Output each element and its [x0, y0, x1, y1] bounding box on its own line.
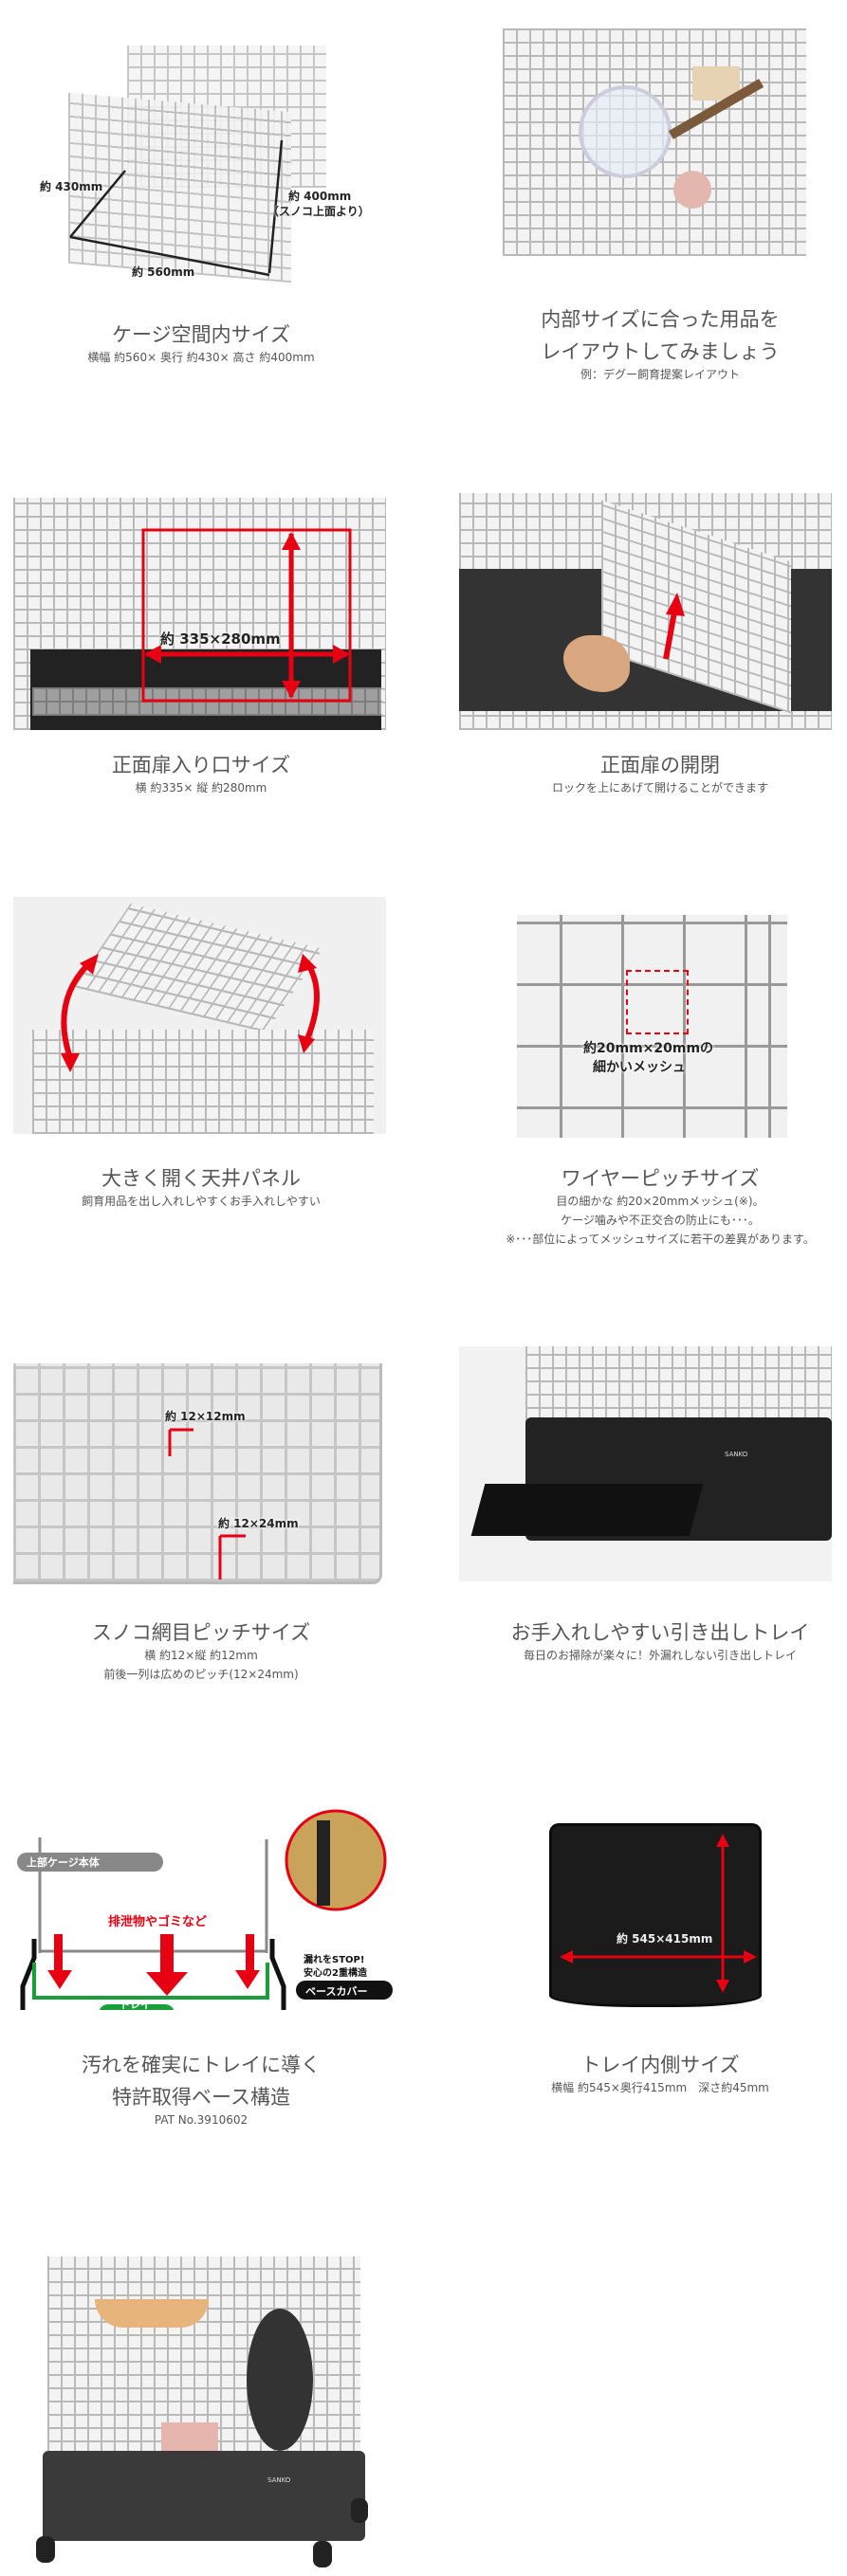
mesh-highlight-box [626, 970, 689, 1034]
wire-pitch-image: 約20mm×20mmの 細かいメッシュ [517, 915, 787, 1138]
section-subtitle-note: ※･･･部位によってメッシュサイズに若干の差異があります。 [506, 1233, 815, 1246]
diagram-shapes [17, 1809, 393, 2010]
section-title-line-2: 特許取得ベース構造 [112, 2086, 290, 2109]
opening-arrows [61, 954, 320, 1072]
section-drawer-tray: お手入れしやすい引き出しトレイ 毎日のお掃除が楽々に！外漏れしない引き出しトレイ [451, 1619, 847, 1665]
pitch-arrows [168, 1428, 246, 1580]
section-subtitle: ロックを上にあげて開けることができます [551, 781, 768, 795]
section-wire-pitch: ワイヤーピッチサイズ 目の細かな 約20×20mmメッシュ(※)。 ケージ噛みや… [451, 1165, 847, 1249]
section-subtitle-line-2: 前後一列は広めのピッチ(12×24mm) [103, 1668, 299, 1681]
cage-base [43, 2451, 365, 2541]
section-top-panel: 大きく開く天井パネル 飼育用品を出し入れしやすくお手入れしやすい [0, 1165, 410, 1211]
section-title: ケージ空間内サイズ [112, 323, 290, 346]
brand-logo: SANKO [267, 2476, 291, 2484]
stop-label-line-1: 漏れをSTOP! [304, 1955, 365, 1965]
caster-wheel [36, 2536, 55, 2563]
section-title: 正面扉入り口サイズ [111, 754, 291, 776]
drawer [470, 1484, 704, 1536]
upper-cage-label: 上部ケージ本体 [27, 1856, 100, 1869]
height-note-label: （スノコ上面より） [267, 205, 370, 218]
patent-number: PAT No.3910602 [154, 2113, 249, 2127]
cage-upper [525, 1346, 832, 1422]
section-subtitle: 毎日のお掃除が楽々に！外漏れしない引き出しトレイ [523, 1649, 797, 1662]
wheel [579, 85, 672, 178]
section-cage-space: ケージ空間内サイズ 横幅 約560× 奥行 約430× 高さ 約400mm [0, 321, 410, 367]
pitch-normal-label: 約 12×12mm [165, 1410, 246, 1423]
section-subtitle: 横幅 約560× 奥行 約430× 高さ 約400mm [87, 351, 315, 364]
section-title: トレイ内側サイズ [580, 2054, 740, 2076]
cage-dimensions-image: 約 430mm 約 560mm 約 400mm （スノコ上面より） [13, 0, 386, 284]
section-subtitle-line-1: 目の細かな 約20×20mmメッシュ(※)。 [556, 1195, 764, 1208]
front-door-opening-image [459, 493, 832, 730]
mesh-label-line-2: 細かいメッシュ [593, 1060, 686, 1075]
floor-grid-pitch-image: 約 12×12mm 約 12×24mm [13, 1363, 382, 1584]
tray-size-label: 約 545×415mm [617, 1932, 713, 1946]
height-label: 約 400mm [288, 190, 352, 203]
section-door-opening: 正面扉の開閉 ロックを上にあげて開けることができます [451, 752, 847, 797]
base-structure-diagram: 上部ケージ本体 排泄物やゴミなど 漏れをSTOP! 安心の2重構造 ベースカバー… [13, 1801, 393, 2010]
tray-size-arrows [560, 1834, 757, 1993]
drawer-tray-image: SANKO [459, 1346, 832, 1581]
brand-logo: SANKO [725, 1451, 748, 1458]
section-base-structure: 汚れを確実にトレイに導く 特許取得ベース構造 PAT No.3910602 [0, 2052, 410, 2129]
lock-up-arrow [663, 593, 685, 660]
door-size-marker [141, 528, 352, 703]
section-door-size: 正面扉入り口サイズ 横 約335× 縦 約280mm [0, 752, 410, 797]
base-cover-label: ベースカバー [305, 1985, 368, 1998]
section-tray-size: トレイ内側サイズ 横幅 約545×奥行415mm 深さ約45mm [451, 2052, 847, 2097]
section-title: 大きく開く天井パネル [101, 1167, 301, 1190]
caster-wheel [313, 2541, 332, 2567]
section-subtitle: 横 約335× 縦 約280mm [135, 781, 267, 795]
section-floor-pitch: スノコ網目ピッチサイズ 横 約12×縦 約12mm 前後一列は広めのピッチ(12… [0, 1619, 410, 1684]
waste-label: 排泄物やゴミなど [108, 1915, 208, 1929]
hammock [95, 2299, 209, 2328]
section-subtitle: 飼育用品を出し入れしやすくお手入れしやすい [82, 1195, 321, 1208]
wheel [247, 2309, 313, 2451]
mesh-label-line-1: 約20mm×20mmの [583, 1041, 714, 1056]
product-photo: SANKO [19, 2256, 374, 2569]
section-subtitle: 横幅 約545×奥行415mm 深さ約45mm [551, 2081, 769, 2094]
pitch-wide-label: 約 12×24mm [218, 1517, 299, 1530]
front-door-size-image: 約 335×280mm [13, 498, 386, 730]
section-title: 正面扉の開閉 [600, 754, 720, 776]
top-panel-image [13, 897, 386, 1134]
depth-label: 約 430mm [40, 180, 103, 193]
section-title: スノコ網目ピッチサイズ [91, 1621, 311, 1644]
section-layout: 内部サイズに合った用品を レイアウトしてみましょう 例：デグー飼育提案レイアウト [451, 306, 847, 384]
section-title: お手入れしやすい引き出しトレイ [510, 1621, 810, 1644]
tray-inner-size-image: 約 545×415mm [549, 1823, 762, 2007]
section-title: ワイヤーピッチサイズ [561, 1167, 760, 1190]
section-subtitle-line-1: 横 約12×縦 約12mm [144, 1649, 258, 1662]
section-title-line-1: 汚れを確実にトレイに導く [82, 2054, 321, 2076]
dimension-arrows [69, 139, 284, 277]
tray-label: トレイ [120, 1999, 151, 2010]
section-subtitle: 例：デグー飼育提案レイアウト [580, 368, 740, 381]
layout-example-image [503, 28, 806, 256]
door-size-label: 約 335×280mm [160, 630, 281, 648]
caster-wheel [351, 2498, 368, 2523]
stop-label-line-2: 安心の2重構造 [304, 1968, 367, 1979]
section-subtitle-line-2: ケージ噛みや不正交合の防止にも･･･。 [561, 1214, 760, 1227]
pot [673, 171, 711, 209]
section-title-line-2: レイアウトしてみましょう [541, 340, 780, 363]
cage-body [32, 1030, 374, 1134]
width-label: 約 560mm [132, 265, 195, 279]
section-title-line-1: 内部サイズに合った用品を [541, 308, 780, 331]
